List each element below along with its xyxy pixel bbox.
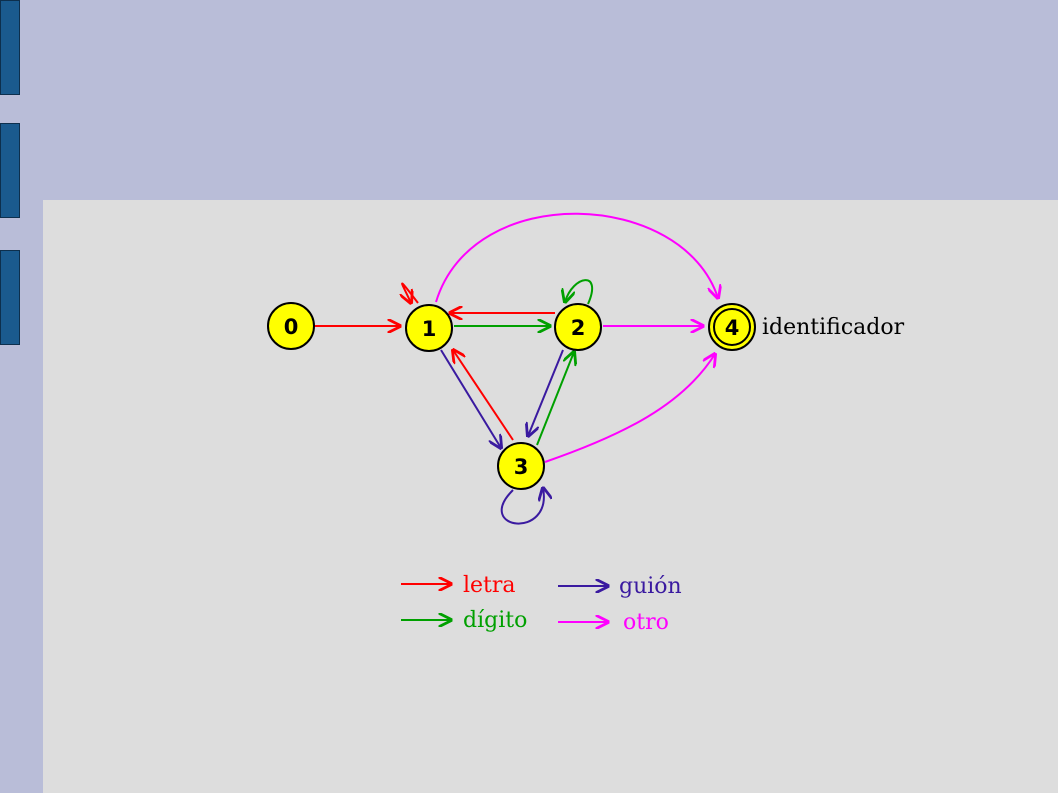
side-tab-2[interactable]: [0, 123, 20, 218]
state-0[interactable]: 0: [267, 302, 315, 350]
state-3-label: 3: [514, 455, 529, 479]
transition-3-2: [536, 352, 574, 446]
legend-item-guion: guión: [558, 574, 682, 599]
transition-1-1: [402, 282, 419, 303]
legend-label-guion: guión: [619, 574, 682, 599]
accepting-state-label: identificador: [762, 315, 905, 340]
transitions: [314, 212, 718, 525]
diagram-panel: 0 1 2 3 4 identificador: [43, 200, 1058, 793]
state-1[interactable]: 1: [405, 304, 453, 352]
transition-1-3: [440, 349, 501, 448]
state-1-label: 1: [422, 317, 437, 341]
state-2[interactable]: 2: [554, 303, 602, 351]
transition-2-3: [528, 349, 564, 436]
state-0-label: 0: [284, 315, 299, 339]
transition-2-2: [565, 279, 594, 304]
legend-label-otro: otro: [623, 610, 669, 635]
side-tab-3[interactable]: [0, 250, 20, 345]
states: 0 1 2 3 4 identificador: [267, 302, 905, 490]
transition-3-3: [500, 488, 544, 525]
legend-label-digito: dígito: [463, 608, 527, 633]
legend-item-otro: otro: [558, 610, 669, 635]
state-4-label: 4: [725, 316, 740, 340]
side-tab-1[interactable]: [0, 0, 20, 95]
legend-item-digito: dígito: [401, 608, 527, 633]
legend: letra dígito guión otro: [401, 573, 682, 635]
state-2-label: 2: [571, 316, 586, 340]
transition-3-1: [453, 350, 514, 441]
transition-3-4: [544, 354, 715, 463]
state-3[interactable]: 3: [497, 442, 545, 490]
transition-1-4: [435, 212, 718, 303]
legend-label-letra: letra: [463, 573, 516, 598]
state-diagram: 0 1 2 3 4 identificador: [267, 212, 905, 635]
state-4-accepting[interactable]: 4: [708, 303, 756, 351]
legend-item-letra: letra: [401, 573, 516, 598]
